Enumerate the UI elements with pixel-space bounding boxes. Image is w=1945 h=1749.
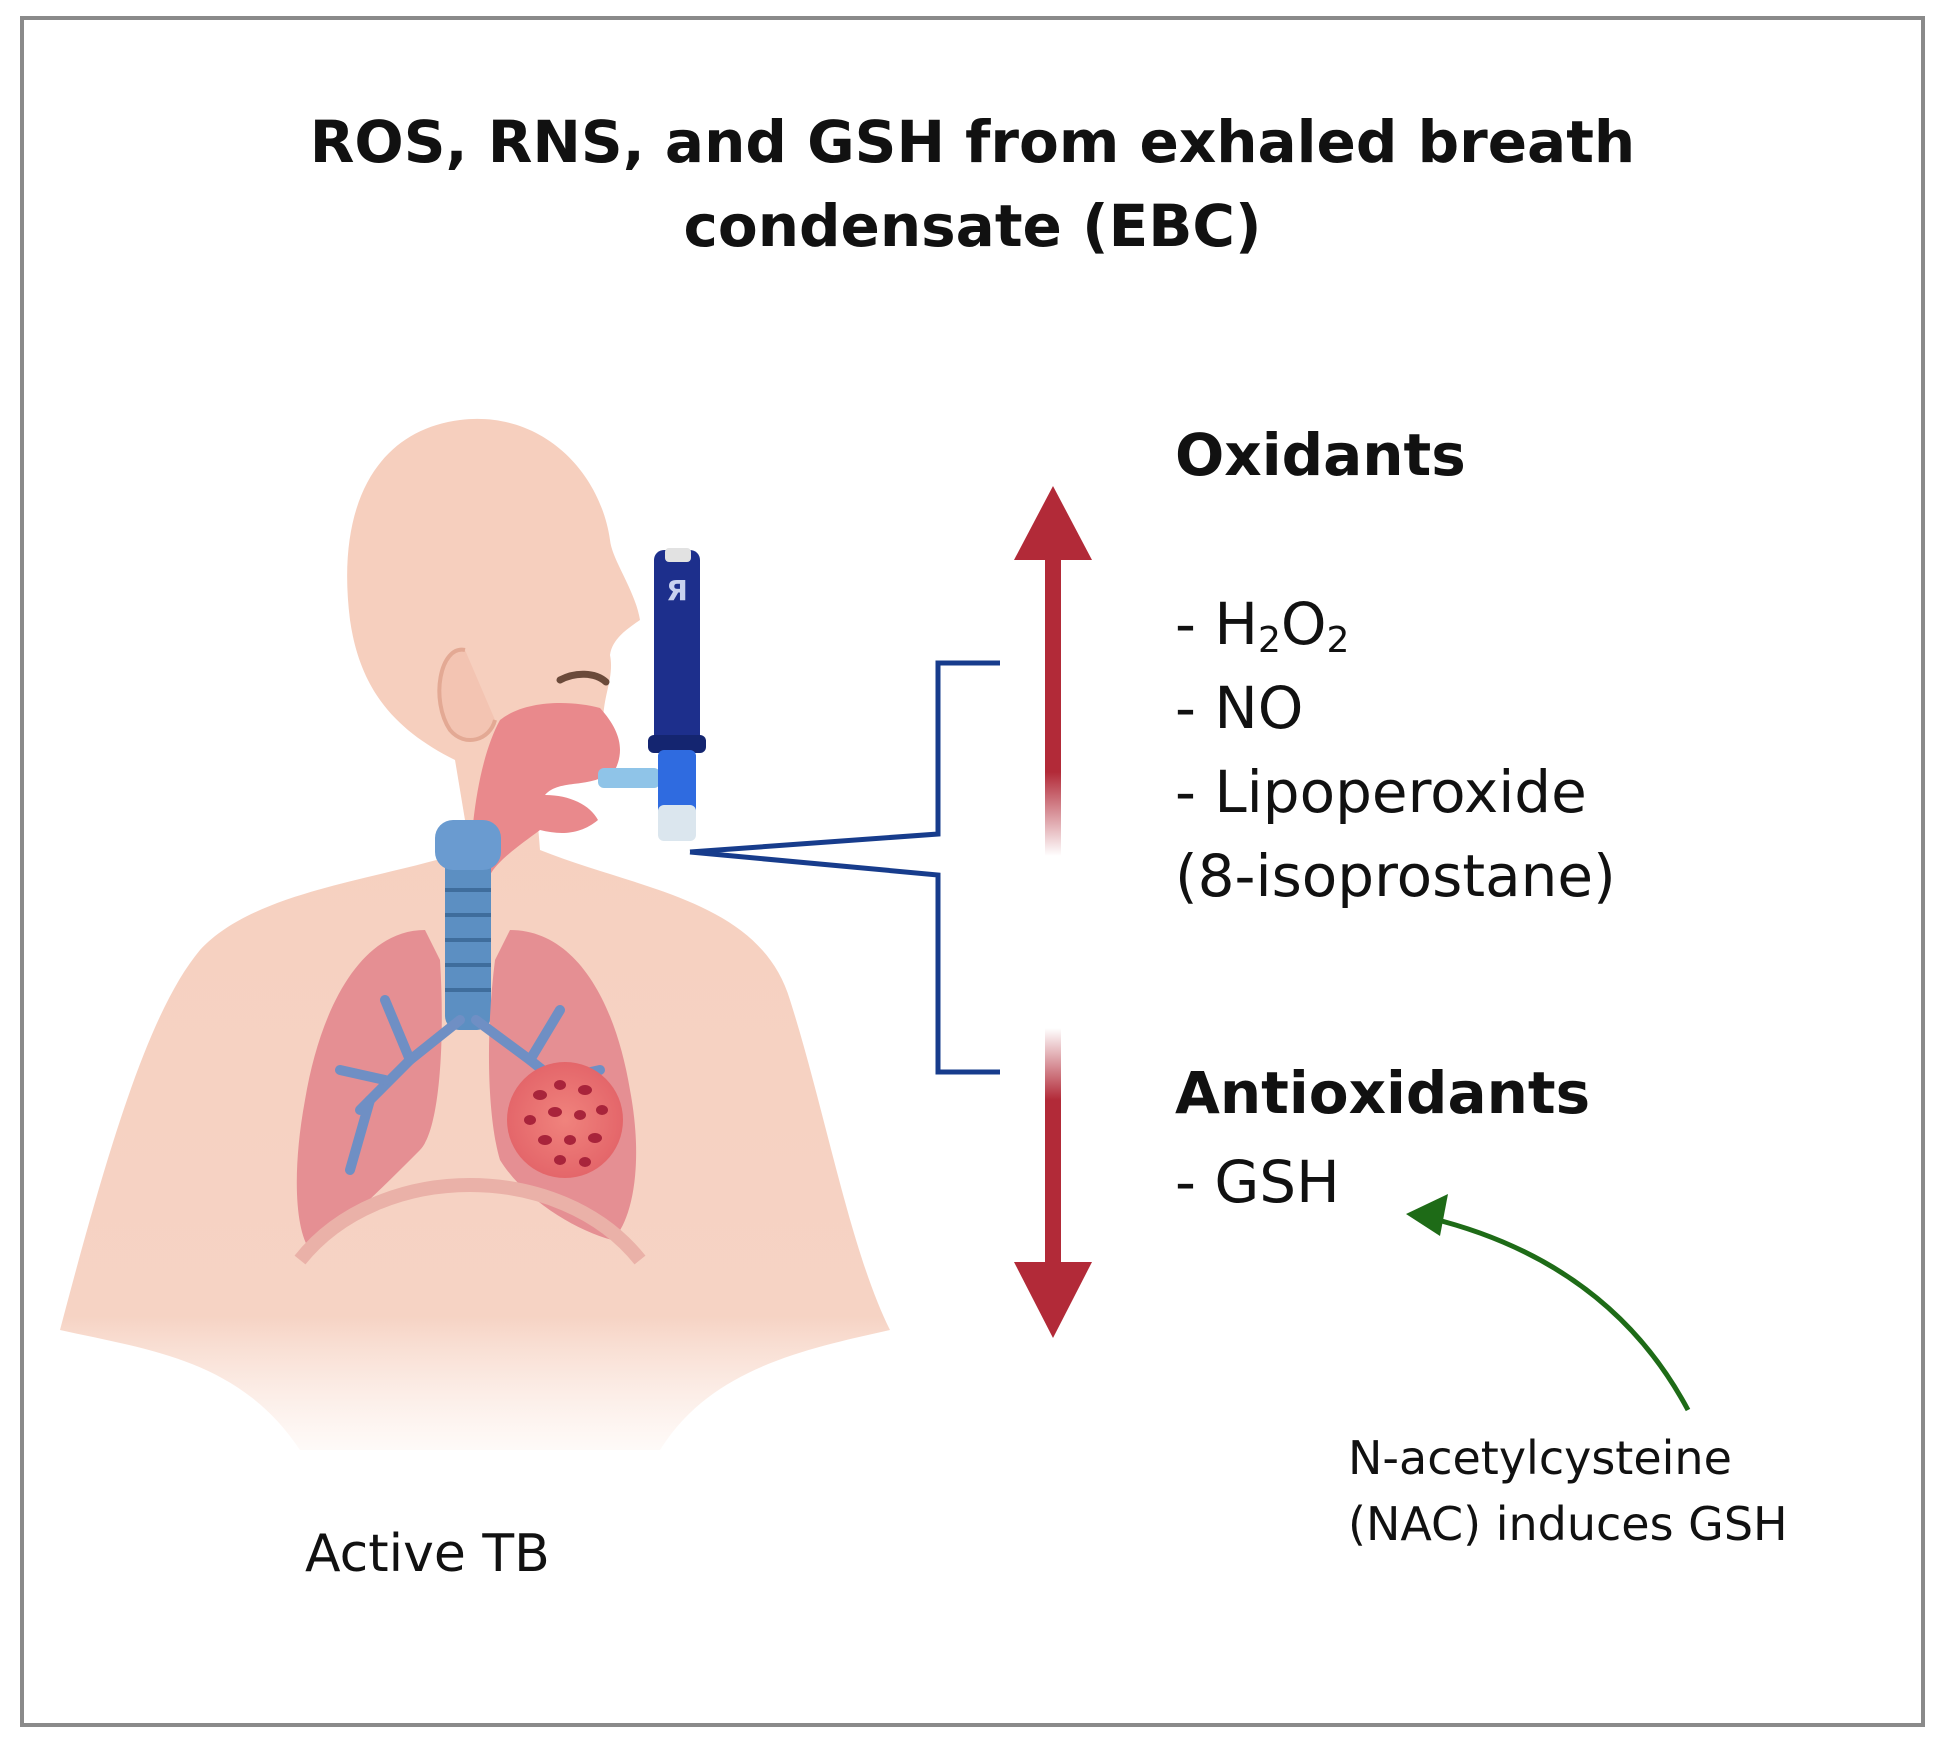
ear-icon [437, 647, 497, 742]
nac-note: N-acetylcysteine (NAC) induces GSH [1348, 1425, 1788, 1557]
human-torso-lungs-icon [60, 418, 890, 1450]
h2o2-subscript-1: 2 [1257, 620, 1281, 661]
device-collar [648, 735, 706, 753]
antioxidants-down-arrow-shaft [1045, 1028, 1061, 1268]
device-cooling-sleeve [654, 550, 700, 750]
oxidants-up-arrow-shaft [1045, 556, 1061, 856]
nac-note-line-2: (NAC) induces GSH [1348, 1497, 1788, 1551]
lesion-granules [524, 1080, 608, 1167]
antioxidants-heading: Antioxidants [1175, 1059, 1591, 1127]
eyebrow-icon [556, 670, 610, 686]
diaphragm [294, 1178, 646, 1265]
nac-arrowhead [1406, 1194, 1448, 1236]
oxidants-heading: Oxidants [1175, 421, 1466, 489]
antioxidants-down-arrowhead [1014, 1262, 1092, 1338]
h2o2-subscript-2: 2 [1326, 620, 1350, 661]
left-lung [296, 930, 442, 1250]
mouthpiece-tube [598, 768, 660, 788]
trachea [445, 830, 491, 1030]
trachea-rings [445, 888, 491, 992]
title-line-2: condensate (EBC) [683, 192, 1262, 260]
device-collector [658, 750, 696, 815]
title-line-1: ROS, RNS, and GSH from exhaled breath [309, 108, 1636, 176]
device-base [658, 805, 696, 841]
nac-arrow-line [1429, 1215, 1691, 1412]
oxidant-item-lipoperoxide: - Lipoperoxide [1175, 758, 1587, 826]
oxidant-item-isoprostane: (8-isoprostane) [1175, 842, 1616, 910]
ebc-collection-device-icon: Я [648, 548, 706, 841]
h2o2-mid: O [1280, 590, 1327, 658]
bracket-upper [689, 660, 1000, 855]
nac-note-line-1: N-acetylcysteine [1348, 1431, 1732, 1485]
figure-title: ROS, RNS, and GSH from exhaled breath co… [0, 100, 1945, 268]
device-cap [665, 548, 691, 562]
nasal-oral-cavity [470, 703, 620, 880]
larynx [435, 820, 501, 870]
bracket-lower [689, 849, 1000, 1075]
antioxidant-item-gsh: - GSH [1175, 1148, 1340, 1216]
oxidant-item-h2o2: - H2O2 [1175, 582, 1349, 666]
oxidants-up-arrowhead [1014, 486, 1092, 560]
h2o2-prefix: - H [1175, 590, 1258, 658]
device-logo-mark: Я [666, 574, 688, 607]
person-label: Active TB [305, 1524, 550, 1584]
oxidant-item-no: - NO [1175, 674, 1304, 742]
